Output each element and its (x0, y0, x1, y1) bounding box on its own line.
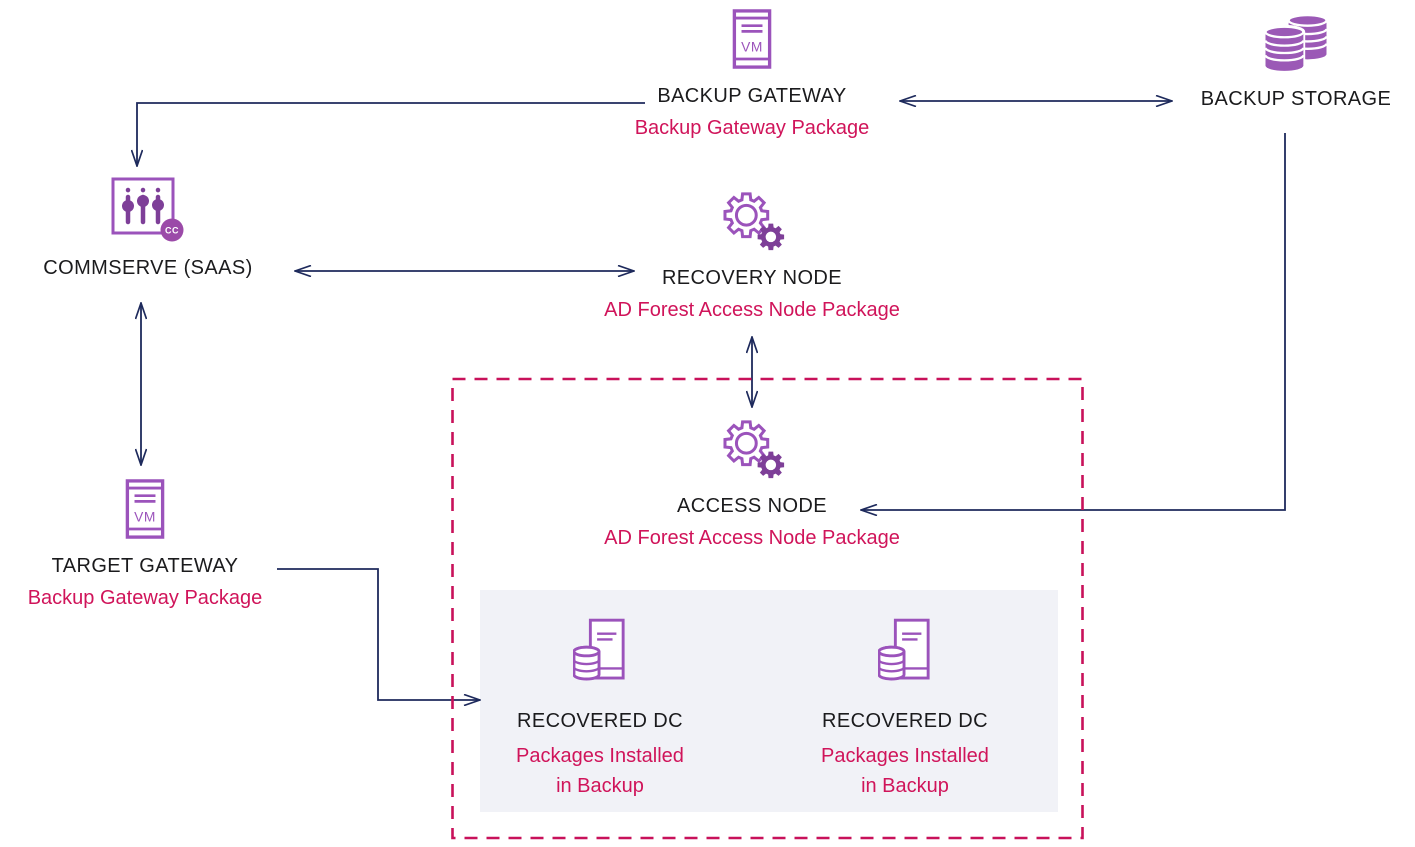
node-package-label: AD Forest Access Node Package (604, 299, 900, 321)
node-recovered-dc-1: RECOVERED DC Packages Installed in Backu… (460, 618, 740, 801)
node-label: COMMSERVE (SAAS) (43, 257, 253, 279)
node-label: RECOVERY NODE (661, 267, 843, 289)
small-gear (757, 451, 785, 479)
node-access-node: ACCESS NODE AD Forest Access Node Packag… (604, 414, 900, 550)
gear-node-icon (723, 420, 785, 479)
small-gear (757, 223, 785, 251)
package-line-1: Packages Installed (516, 745, 684, 767)
node-package-label: AD Forest Access Node Package (604, 527, 900, 549)
node-backup-gateway: VM BACKUP GATEWAY Backup Gateway Package (612, 8, 892, 140)
node-target-gateway: VM TARGET GATEWAY Backup Gateway Package (5, 478, 285, 610)
front-cylinder (1263, 24, 1306, 73)
vm-server-icon: VM (732, 9, 772, 69)
node-package-label: Packages Installed in Backup (821, 741, 989, 801)
commserve-icon: CC (111, 177, 184, 242)
node-label: TARGET GATEWAY (51, 555, 239, 577)
node-recovery-node: RECOVERY NODE AD Forest Access Node Pack… (604, 186, 900, 322)
vm-icon-label: VM (741, 39, 763, 54)
gear-node-icon (723, 192, 785, 251)
package-line-2: in Backup (861, 775, 949, 797)
recovered-dc-icon (573, 618, 625, 681)
node-label: BACKUP STORAGE (1200, 88, 1392, 110)
node-backup-storage: BACKUP STORAGE (1156, 12, 1415, 111)
recovered-dc-icon (878, 618, 930, 681)
node-package-label: Backup Gateway Package (27, 587, 263, 609)
big-gear (723, 192, 770, 239)
node-commserve: CC COMMSERVE (SAAS) (8, 176, 288, 280)
arrow-backup-gateway-commserve (137, 102, 645, 166)
database-storage-icon (1263, 13, 1328, 73)
package-line-1: Packages Installed (821, 745, 989, 767)
db-cylinder (878, 645, 906, 681)
arrow-backup-storage-access-node (861, 133, 1286, 510)
node-label: RECOVERED DC (517, 710, 683, 732)
node-package-label: Packages Installed in Backup (516, 741, 684, 801)
cc-badge-label: CC (165, 226, 179, 236)
package-line-2: in Backup (556, 775, 644, 797)
node-label: ACCESS NODE (677, 495, 827, 517)
slider-knobs (122, 195, 164, 212)
db-cylinder (573, 645, 601, 681)
arrow-target-gateway-recovered-dc (277, 568, 480, 700)
vm-server-icon: VM (125, 479, 165, 539)
node-package-label: Backup Gateway Package (634, 117, 870, 139)
node-recovered-dc-2: RECOVERED DC Packages Installed in Backu… (765, 618, 1045, 801)
node-label: RECOVERED DC (822, 710, 988, 732)
cc-badge (160, 218, 184, 242)
node-label: BACKUP GATEWAY (657, 85, 847, 107)
vm-icon-label: VM (134, 509, 156, 524)
